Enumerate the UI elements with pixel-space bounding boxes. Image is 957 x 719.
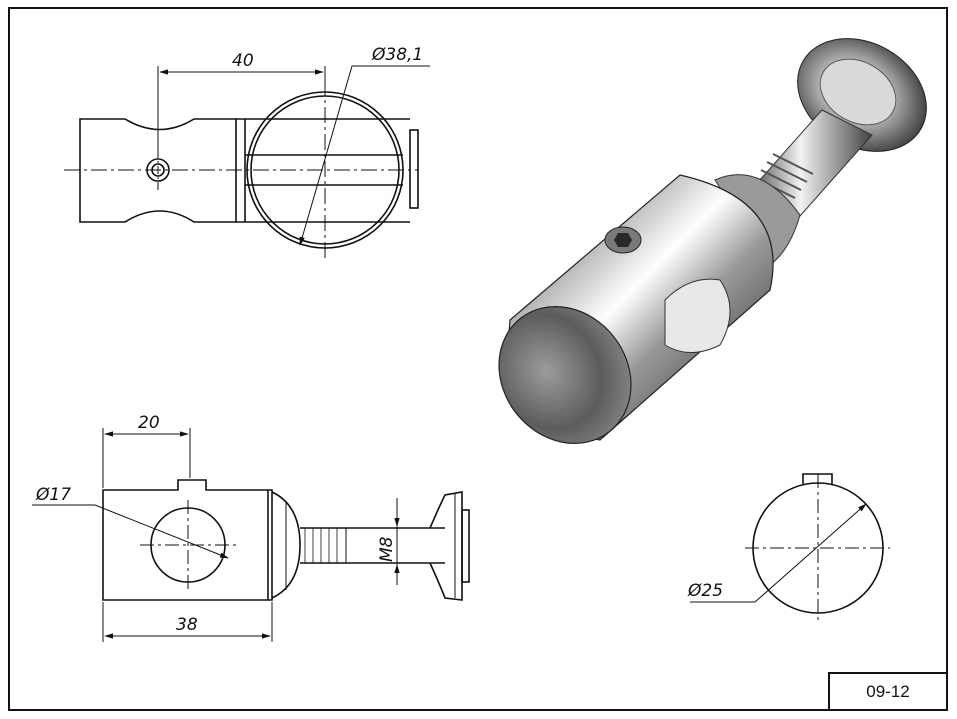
flange xyxy=(429,491,463,601)
dim-m8: M8 xyxy=(377,536,397,562)
drawing-code: 09-12 xyxy=(866,682,909,701)
dim-diameter-17: Ø17 xyxy=(35,485,71,505)
dim-d381-line xyxy=(299,65,353,246)
dim-40: 40 xyxy=(232,51,254,71)
end-face xyxy=(498,306,632,444)
body-outline xyxy=(102,479,273,601)
dim-d25-line xyxy=(754,503,867,603)
side-view xyxy=(32,428,470,642)
end-view xyxy=(690,473,890,620)
dim-38: 38 xyxy=(176,615,198,635)
dim-20: 20 xyxy=(138,413,160,433)
product-render xyxy=(498,38,927,444)
top-view xyxy=(64,65,430,258)
dim-diameter-25: Ø25 xyxy=(687,581,723,601)
dim-d17-line xyxy=(94,504,229,559)
title-block xyxy=(828,672,948,711)
sheet-border xyxy=(8,7,948,711)
cutout xyxy=(664,278,731,353)
dim-diameter-38-1: Ø38,1 xyxy=(371,45,423,65)
